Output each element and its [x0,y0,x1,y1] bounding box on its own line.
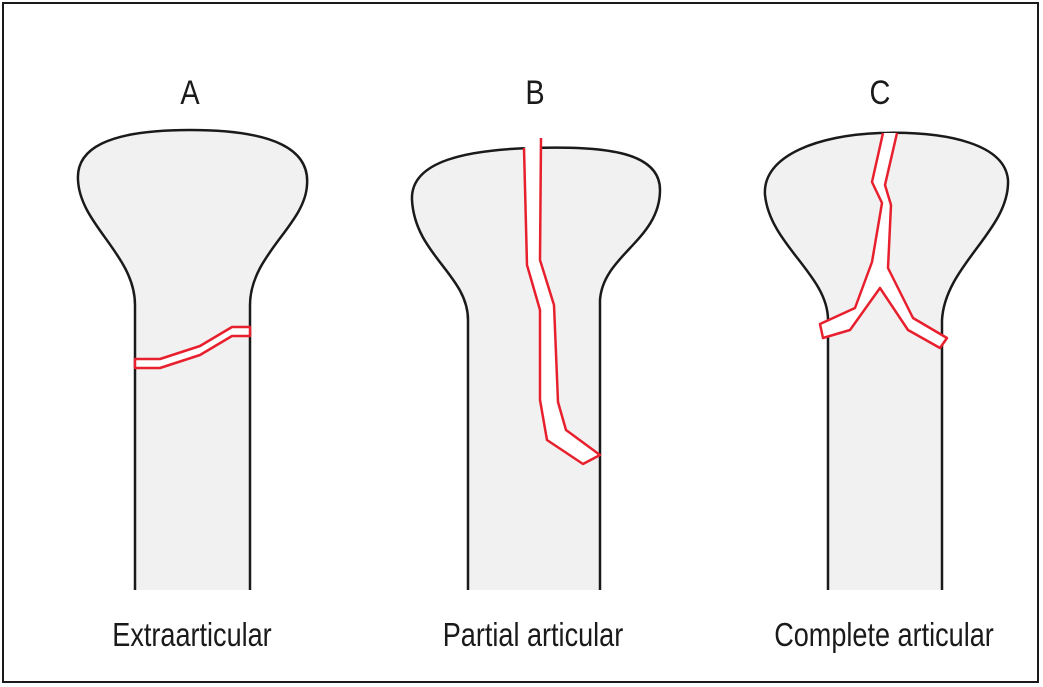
panel-b-letter: B [510,74,561,113]
panel-c-letter: C [855,74,906,113]
panel-c-caption: Complete articular [753,616,1015,654]
bone-a-shape [78,130,307,590]
panel-a-letter: A [165,74,216,113]
panel-b-caption: Partial articular [402,616,664,654]
panel-a-caption: Extraarticular [61,616,323,654]
